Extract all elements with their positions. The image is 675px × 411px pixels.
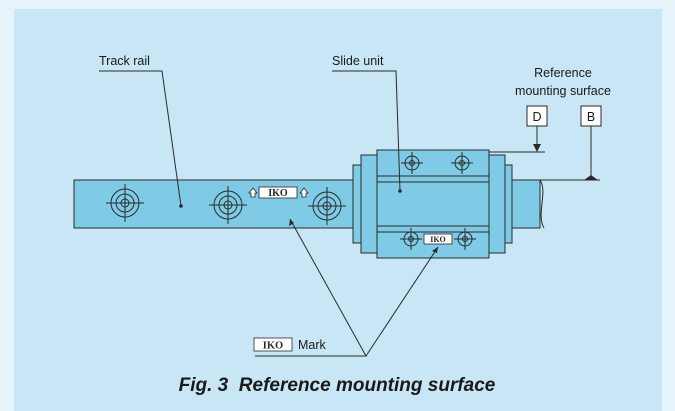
- rail-iko-mark: IKO: [248, 186, 309, 199]
- reference-label-line1: Reference: [534, 66, 592, 80]
- leader-iko-mark: [255, 218, 439, 357]
- mark-logo-text: IKO: [263, 341, 283, 352]
- slide-logo-text: IKO: [430, 235, 446, 244]
- slide-unit-label: Slide unit: [332, 54, 384, 68]
- mark-suffix-text: Mark: [298, 338, 327, 352]
- reference-surface-b: B: [512, 105, 602, 181]
- datum-b-box: [580, 105, 602, 127]
- rail-logo-text: IKO: [268, 188, 288, 199]
- leader-slide-unit: [332, 70, 402, 193]
- datum-d-label: D: [532, 110, 541, 124]
- slide-unit: [352, 149, 513, 259]
- figure-caption: Fig. 3 Reference mounting surface: [179, 375, 496, 396]
- slide-iko-mark: IKO: [423, 233, 453, 245]
- reference-label-line2: mounting surface: [515, 84, 611, 98]
- leader-track-rail: [99, 70, 183, 208]
- iko-mark-label: IKO Mark: [253, 337, 327, 352]
- track-rail-label: Track rail: [99, 54, 150, 68]
- datum-d-box: [526, 105, 548, 127]
- reference-surface-d: D: [489, 105, 548, 153]
- datum-b-label: B: [587, 110, 595, 124]
